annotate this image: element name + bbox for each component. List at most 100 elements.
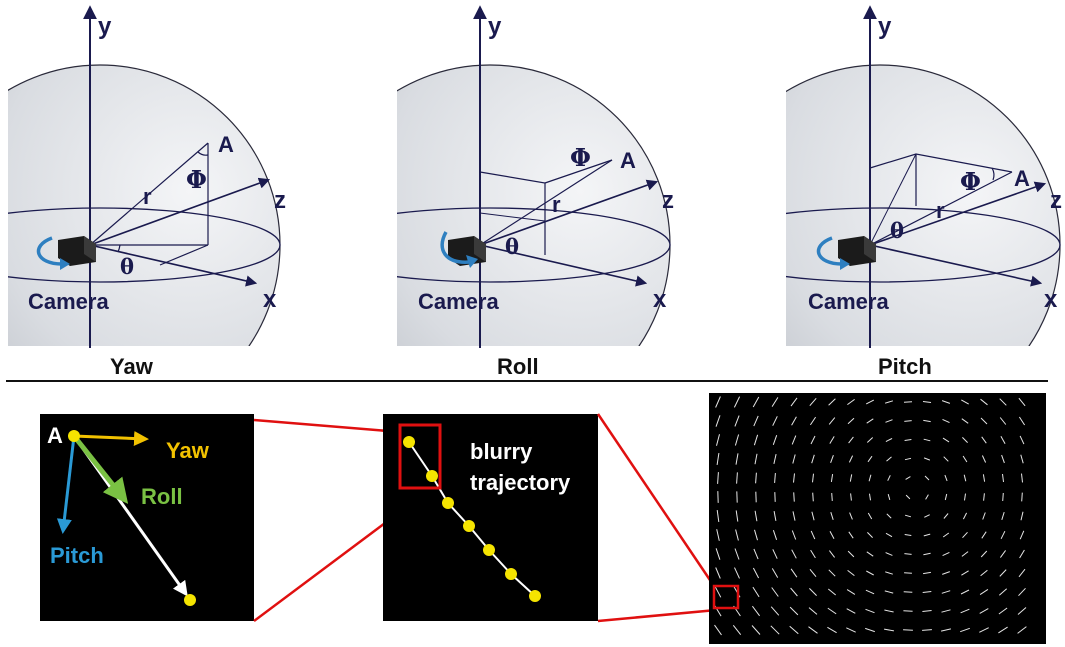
vector-box <box>40 414 254 621</box>
blur-streak <box>1001 454 1005 464</box>
blur-streak <box>734 567 740 579</box>
blur-streak <box>810 549 816 559</box>
blur-streak <box>811 454 815 464</box>
blur-streak <box>752 567 760 579</box>
guide-line <box>159 244 209 266</box>
blur-streak <box>812 492 814 502</box>
blur-streak <box>846 627 856 633</box>
theta-arc <box>117 244 121 253</box>
blur-field-box <box>709 393 1046 644</box>
blur-streak <box>904 534 912 536</box>
blur-streak <box>809 588 817 596</box>
blur-streak <box>830 474 834 482</box>
blur-streak <box>809 416 817 426</box>
blur-streak <box>831 493 833 501</box>
phi-label: Φ <box>570 143 591 172</box>
blur-streak <box>922 591 932 593</box>
blur-streak <box>886 456 892 462</box>
blur-streak <box>849 474 853 482</box>
sphere <box>397 64 671 346</box>
blur-streak <box>715 548 721 560</box>
rotation-arrow-icon <box>440 231 471 264</box>
blur-streak <box>884 400 894 404</box>
rotation-arrowhead-icon <box>466 255 478 268</box>
blur-streak <box>866 437 874 443</box>
blur-streak <box>999 417 1007 425</box>
camera-label: Camera <box>808 289 889 314</box>
blur-streak <box>848 455 854 463</box>
blur-streak <box>982 474 986 482</box>
z-axis <box>869 181 1047 246</box>
blur-streak <box>1019 549 1025 559</box>
projection-line <box>544 159 613 184</box>
equator-ellipse <box>397 207 671 283</box>
blur-streak <box>963 474 967 482</box>
blur-streak <box>961 551 969 557</box>
blur-streak <box>829 531 835 539</box>
blur-streak <box>1020 511 1024 521</box>
blur-streak <box>828 569 836 577</box>
blur-streak <box>980 398 988 406</box>
motion-vector-panel: A Yaw Roll Pitch <box>40 414 254 621</box>
blur-streak <box>829 436 835 444</box>
blur-streak <box>904 439 912 441</box>
blur-streak <box>810 530 816 540</box>
blur-streak <box>1018 587 1026 597</box>
blur-streak <box>960 608 970 614</box>
blur-streak <box>1019 435 1025 445</box>
blur-streak <box>714 624 722 636</box>
blur-streak <box>961 399 969 405</box>
phi-label: Φ <box>186 165 207 194</box>
blur-streak <box>923 419 931 423</box>
x-label: x <box>263 286 277 313</box>
trajectory-dot <box>426 470 438 482</box>
blur-streak <box>942 418 950 424</box>
phi-arc <box>991 167 995 181</box>
blur-streak <box>791 549 797 559</box>
blur-streak <box>868 474 872 482</box>
radius-label: r <box>936 198 945 223</box>
caption-pitch: Pitch <box>878 354 932 379</box>
blur-streak <box>789 625 799 635</box>
blur-streak <box>962 512 968 520</box>
trajectory-label-line2: trajectory <box>470 470 571 495</box>
blur-streak <box>998 626 1008 634</box>
radius-line <box>869 171 1013 246</box>
blur-streak <box>752 586 760 598</box>
yaw-arrow <box>73 431 149 446</box>
blur-streak <box>866 570 874 576</box>
blur-streak <box>772 416 778 426</box>
blur-streak <box>981 436 987 444</box>
blur-streak <box>925 494 929 500</box>
pitch-arrow <box>56 435 76 534</box>
zoom-connector-top <box>253 418 401 434</box>
blur-streak <box>716 529 720 541</box>
blur-streak <box>790 587 798 597</box>
trajectory-dot <box>529 590 541 602</box>
blur-streak <box>923 552 931 556</box>
blur-streak <box>960 589 970 595</box>
blur-streak <box>792 454 796 464</box>
blur-streak <box>943 513 949 519</box>
blur-streak <box>752 605 760 617</box>
blur-streak <box>942 571 950 575</box>
blur-streak <box>755 472 757 484</box>
blurry-trajectory-panel: blurry trajectory <box>383 414 598 621</box>
blur-streak <box>789 606 799 616</box>
blur-streak <box>1018 568 1026 578</box>
trajectory-highlight-box <box>398 423 442 490</box>
blur-streak <box>865 608 875 614</box>
blur-streak <box>771 397 779 407</box>
blur-streak <box>846 608 856 614</box>
trajectory-dot <box>483 544 495 556</box>
blur-streak <box>753 415 759 427</box>
blur-streak <box>867 532 873 538</box>
blur-streak <box>830 512 834 520</box>
equator-ellipse <box>8 207 281 283</box>
blur-streak <box>792 511 796 521</box>
blur-streak <box>885 571 893 575</box>
blur-streak <box>940 628 952 632</box>
camera-label: Camera <box>418 289 499 314</box>
caption-roll: Roll <box>497 354 539 379</box>
blur-streak <box>732 624 742 636</box>
